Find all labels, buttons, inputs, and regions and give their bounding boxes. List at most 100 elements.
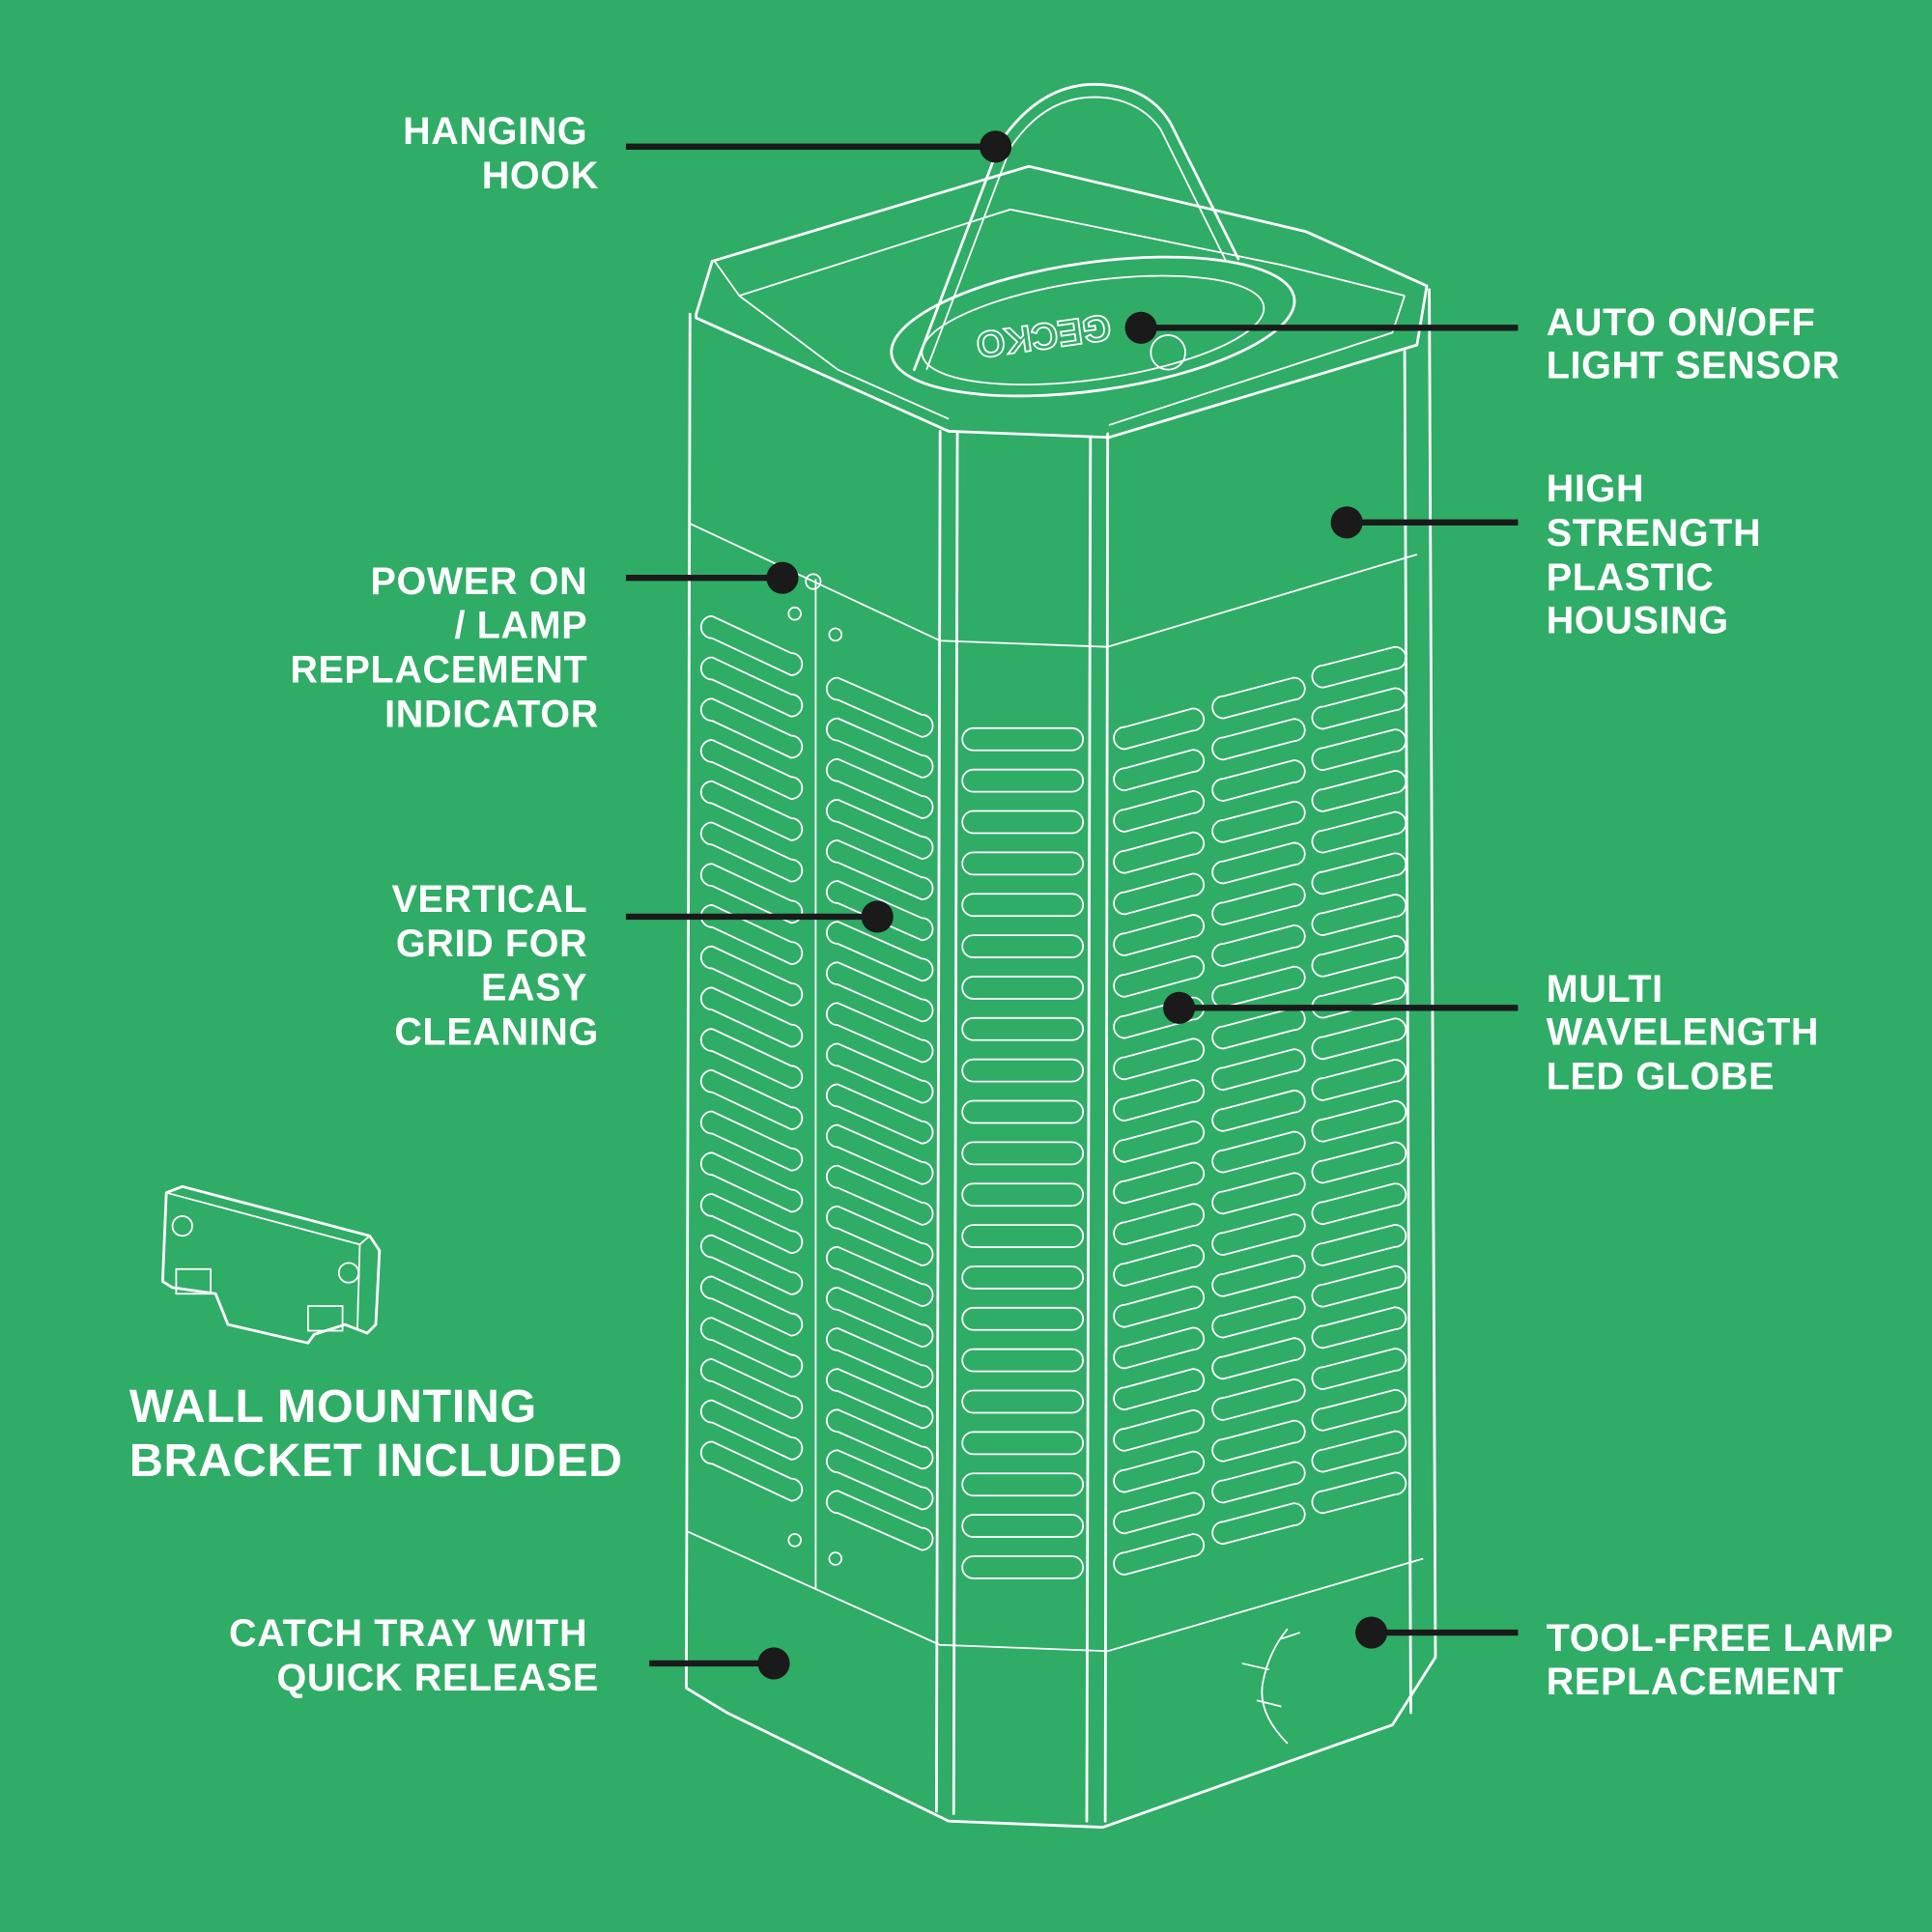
grill-slot xyxy=(826,676,934,738)
grill-slot xyxy=(1311,810,1407,854)
grill-slot xyxy=(699,780,804,841)
vertical-grid xyxy=(699,614,1407,1579)
gecko-logo: GECKO xyxy=(974,305,1114,365)
grill-slot xyxy=(826,1083,934,1145)
label-housing: HIGH STRENGTH PLASTIC HOUSING xyxy=(1547,468,1773,641)
grill-slot xyxy=(1113,914,1205,957)
top-cap-rim xyxy=(714,208,1406,298)
grill-slot xyxy=(961,1224,1084,1248)
grill-slot xyxy=(1311,645,1407,689)
grill-slot xyxy=(1311,852,1407,895)
grill-slot xyxy=(1113,749,1205,792)
grill-slot xyxy=(699,1151,804,1213)
grill-slot xyxy=(699,1440,804,1502)
grill-slot xyxy=(961,726,1084,752)
grill-slot xyxy=(1211,1130,1306,1174)
grill-slot xyxy=(961,1348,1084,1373)
housing-edge xyxy=(934,430,942,1813)
grill-slot xyxy=(826,1123,934,1185)
grill-slot xyxy=(699,821,804,883)
bracket-tab xyxy=(175,1267,213,1295)
grill-slot xyxy=(961,1431,1084,1456)
grill-slot xyxy=(1211,676,1306,720)
grill-slot xyxy=(1211,841,1306,885)
grill-slot xyxy=(1113,872,1205,916)
grill-slot xyxy=(961,851,1084,876)
grill-slot xyxy=(826,1205,934,1266)
grill-slot xyxy=(826,921,934,982)
grill-slot xyxy=(699,903,804,965)
label-catch-tray: CATCH TRAY WITH QUICK RELEASE xyxy=(229,1612,599,1699)
label-led-globe: MULTI WAVELENGTH LED GLOBE xyxy=(1547,968,1831,1098)
grill-slot xyxy=(1211,759,1306,802)
grill-slot xyxy=(699,945,804,1007)
grill-slot xyxy=(826,798,934,860)
grill-slot xyxy=(826,1042,934,1104)
grill-slot xyxy=(1113,954,1205,998)
grill-slot xyxy=(1211,1089,1306,1132)
screw-icon xyxy=(787,606,802,621)
grill-slot xyxy=(699,1275,804,1337)
light-sensor-icon xyxy=(1150,334,1186,371)
leader-dot xyxy=(1163,991,1196,1024)
grill-slot xyxy=(1311,769,1407,812)
catch-tray-band xyxy=(687,1530,1424,1653)
housing-edge xyxy=(1085,436,1093,1823)
grill-slot xyxy=(1211,924,1306,967)
grill-slot xyxy=(961,934,1084,958)
grill-slot xyxy=(1311,934,1407,978)
grill-slot xyxy=(826,1287,934,1349)
label-wall-bracket: WALL MOUNTING BRACKET INCLUDED xyxy=(129,1380,623,1487)
screw-hole-icon xyxy=(171,1215,193,1237)
grill-slot xyxy=(1311,894,1407,937)
grill-slot xyxy=(1113,1120,1205,1163)
leader-dot xyxy=(757,1647,790,1680)
grill-slot xyxy=(1311,1388,1407,1432)
housing-edge xyxy=(1403,350,1412,1715)
grill-slot xyxy=(961,1472,1084,1497)
grill-slot xyxy=(1311,1099,1407,1143)
grill-slot xyxy=(699,986,804,1048)
grill-slot xyxy=(699,656,804,718)
grill-slot xyxy=(1311,1348,1407,1391)
top-cap xyxy=(695,164,1429,440)
label-power-indicator: POWER ON / LAMP REPLACEMENT INDICATOR xyxy=(290,560,599,736)
grill-slot xyxy=(699,1317,804,1378)
grill-slot xyxy=(826,1490,934,1551)
grill-slot xyxy=(961,1099,1084,1124)
grill-slot xyxy=(1311,1223,1407,1266)
grill-slot xyxy=(1113,1037,1205,1081)
grill-slot xyxy=(1211,718,1306,761)
upper-band xyxy=(689,523,1418,648)
grill-slot xyxy=(1211,1461,1306,1504)
grill-slot xyxy=(1211,1378,1306,1421)
grill-slot xyxy=(1211,1419,1306,1463)
grill-slot xyxy=(1311,976,1407,1019)
leader-dot xyxy=(1330,506,1363,539)
lid xyxy=(890,255,1296,398)
grill-slot xyxy=(1211,800,1306,843)
grill-slot xyxy=(1113,831,1205,874)
grill-slot xyxy=(826,717,934,779)
grill-slot xyxy=(826,839,934,901)
grill-slot xyxy=(1113,1203,1205,1246)
grill-slot xyxy=(961,1389,1084,1414)
lid-inner xyxy=(921,274,1265,386)
gecko-mascot-icon xyxy=(1241,1628,1300,1745)
bracket-tab xyxy=(306,1305,344,1332)
grill-slot xyxy=(961,976,1084,1000)
grill-slot xyxy=(1311,1306,1407,1350)
power-indicator-light xyxy=(805,573,822,590)
grill-slot xyxy=(1311,687,1407,730)
label-vertical-grid: VERTICAL GRID FOR EASY CLEANING xyxy=(392,878,599,1054)
grill-slot xyxy=(961,1514,1084,1538)
grill-slot xyxy=(961,1058,1084,1083)
grill-slot xyxy=(699,1357,804,1420)
housing-edge xyxy=(1103,432,1110,1823)
grill-slot xyxy=(1113,1533,1205,1576)
grill-slot xyxy=(961,810,1084,835)
housing-edge xyxy=(952,432,959,1815)
bracket-edge xyxy=(165,1191,371,1331)
grill-slot xyxy=(1211,1502,1306,1546)
